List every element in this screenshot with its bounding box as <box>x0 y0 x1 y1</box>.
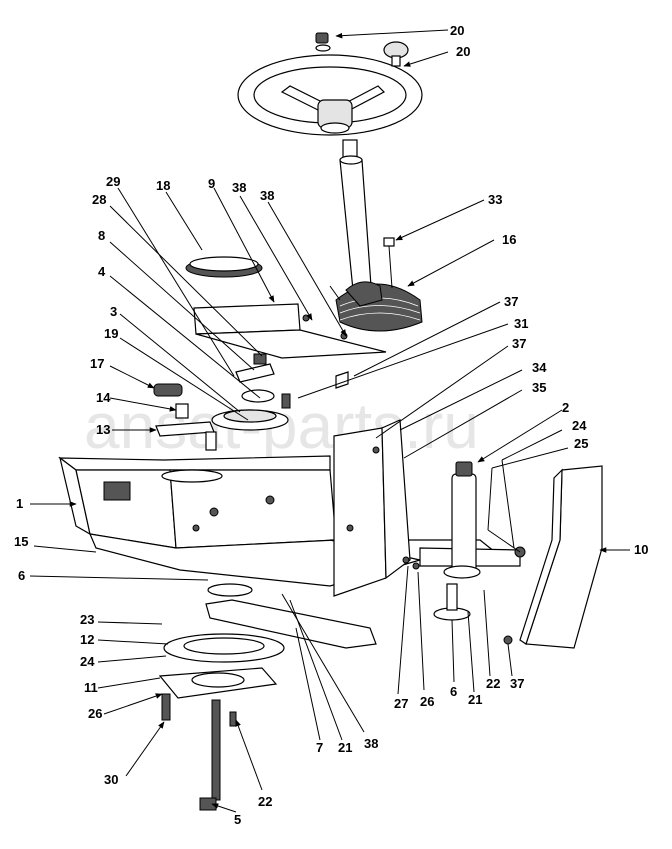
callout-label: 37 <box>510 676 524 691</box>
callout-label: 21 <box>338 740 352 755</box>
callout-label: 15 <box>14 534 28 549</box>
callout-label: 22 <box>258 794 272 809</box>
callout-label: 9 <box>208 176 215 191</box>
callout-label: 12 <box>80 632 94 647</box>
callout-label: 2 <box>562 400 569 415</box>
callout-label: 26 <box>420 694 434 709</box>
callout-label: 21 <box>468 692 482 707</box>
callout-label: 4 <box>98 264 106 279</box>
callout-label: 34 <box>532 360 547 375</box>
callout-label: 38 <box>364 736 378 751</box>
callout-label: 22 <box>486 676 500 691</box>
callout-label: 28 <box>92 192 106 207</box>
callout-label: 37 <box>512 336 526 351</box>
callout-label: 24 <box>80 654 95 669</box>
callout-label: 38 <box>260 188 274 203</box>
side-cover <box>402 465 603 649</box>
callout-label: 20 <box>450 23 464 38</box>
main-frame <box>58 455 521 587</box>
cap-plate <box>185 256 263 278</box>
callout-label: 27 <box>394 696 408 711</box>
callout-label: 7 <box>316 740 323 755</box>
callout-label: 10 <box>634 542 648 557</box>
upper-bracket <box>193 303 387 359</box>
callout-label: 3 <box>110 304 117 319</box>
callout-label: 6 <box>18 568 25 583</box>
callout-labels: 20 20 33 16 29 18 9 38 38 28 8 4 3 19 17… <box>14 23 648 827</box>
callout-label: 5 <box>234 812 241 827</box>
callout-label: 30 <box>104 772 118 787</box>
callout-label: 37 <box>504 294 518 309</box>
callout-label: 16 <box>502 232 516 247</box>
callout-label: 23 <box>80 612 94 627</box>
callout-label: 17 <box>90 356 104 371</box>
callout-label: 38 <box>232 180 246 195</box>
callout-label: 13 <box>96 422 110 437</box>
tall-bracket <box>333 371 411 597</box>
callout-label: 24 <box>572 418 587 433</box>
callout-label: 6 <box>450 684 457 699</box>
bellows-boot <box>329 237 423 332</box>
callout-label: 11 <box>84 680 98 695</box>
callout-label: 26 <box>88 706 102 721</box>
callout-label: 19 <box>104 326 118 341</box>
steering-wheel <box>237 32 423 136</box>
callout-label: 31 <box>514 316 528 331</box>
callout-label: 33 <box>488 192 502 207</box>
callout-label: 8 <box>98 228 105 243</box>
spring-and-bolt <box>153 383 217 451</box>
linkage-parts <box>211 353 291 431</box>
callout-label: 35 <box>532 380 546 395</box>
cylinder <box>433 461 481 621</box>
steering-column <box>339 139 373 301</box>
callout-label: 18 <box>156 178 170 193</box>
callout-label: 1 <box>16 496 23 511</box>
callout-label: 14 <box>96 390 111 405</box>
callout-label: 25 <box>574 436 588 451</box>
callout-label: 29 <box>106 174 120 189</box>
callout-label: 20 <box>456 44 470 59</box>
leader-lines <box>29 29 630 813</box>
